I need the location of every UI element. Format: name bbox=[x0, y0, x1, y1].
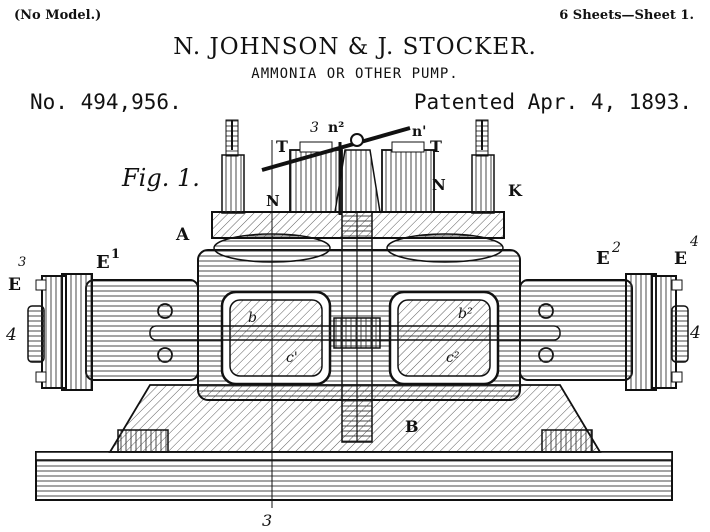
label-e-left: E bbox=[8, 275, 21, 295]
base-plate bbox=[35, 451, 673, 501]
label-4-right-top: 4 bbox=[689, 234, 699, 250]
right-cylinder bbox=[519, 273, 689, 391]
label-three-bottom: 3 bbox=[262, 511, 272, 530]
label-t-right: T bbox=[430, 137, 442, 156]
patent-number: No. 494,956. bbox=[30, 90, 182, 114]
label-n2: n² bbox=[328, 120, 344, 136]
figure-labels: Fig. 1. A B K T T N N n² n' 3 E 1 E 2 E … bbox=[5, 120, 701, 530]
sheet-count: 6 Sheets—Sheet 1. bbox=[559, 8, 694, 23]
fig-label: Fig. 1. bbox=[121, 164, 200, 192]
label-n-right: N bbox=[432, 176, 446, 194]
label-e2: E bbox=[596, 248, 610, 269]
label-b2-right: b² bbox=[458, 306, 473, 322]
label-b: B bbox=[405, 417, 419, 436]
label-4-right: 4 bbox=[689, 323, 701, 343]
patent-date: Patented Apr. 4, 1893. bbox=[413, 90, 692, 114]
left-cylinder bbox=[27, 273, 199, 391]
label-k: K bbox=[508, 181, 523, 200]
label-e1: E bbox=[96, 252, 110, 273]
label-b-left: b bbox=[248, 310, 257, 326]
label-c1: c' bbox=[286, 350, 298, 366]
label-e2-sup: 2 bbox=[611, 240, 621, 256]
label-t-left: T bbox=[276, 137, 288, 156]
label-a: A bbox=[175, 225, 190, 245]
label-three-top: 3 bbox=[310, 120, 319, 136]
label-c2: c² bbox=[446, 350, 460, 366]
label-n-left: N bbox=[266, 192, 280, 210]
no-model-note: (No Model.) bbox=[14, 8, 102, 23]
inventors-names: N. JOHNSON & J. STOCKER. bbox=[173, 34, 537, 60]
label-4-left: 4 bbox=[5, 325, 17, 345]
label-e-right: E bbox=[674, 249, 687, 269]
label-3-left: 3 bbox=[18, 255, 26, 270]
valve-housings bbox=[221, 119, 495, 215]
label-n1: n' bbox=[412, 124, 426, 140]
label-e1-sup: 1 bbox=[111, 247, 120, 262]
patent-title: AMMONIA OR OTHER PUMP. bbox=[251, 66, 459, 82]
